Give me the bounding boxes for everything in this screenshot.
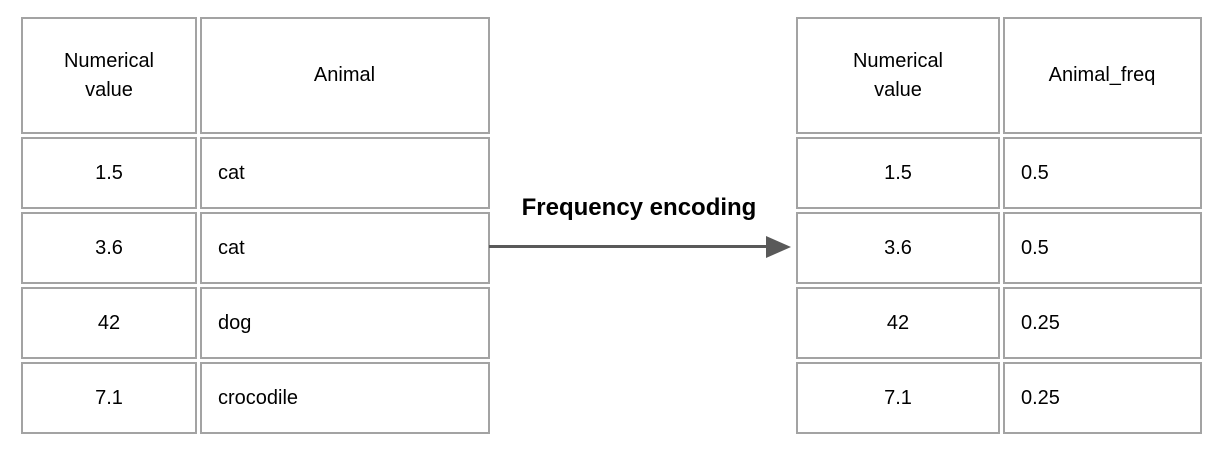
numerical-value-cell: 3.6: [796, 212, 1000, 284]
animal-cell: cat: [200, 212, 490, 284]
numerical-value-cell: 3.6: [21, 212, 197, 284]
original-data-table: Numerical value Animal 1.5 cat 3.6 cat 4…: [18, 14, 493, 437]
numerical-value-cell: 42: [796, 287, 1000, 359]
table-row: 42 0.25: [796, 287, 1202, 359]
animal-freq-cell: 0.5: [1003, 212, 1202, 284]
arrow-head-icon: [766, 236, 791, 258]
arrow-label: Frequency encoding: [521, 194, 757, 221]
animal-freq-cell: 0.25: [1003, 362, 1202, 434]
transform-arrow-line: [489, 245, 771, 248]
animal-freq-cell: 0.5: [1003, 137, 1202, 209]
numerical-value-cell: 1.5: [796, 137, 1000, 209]
numerical-value-cell: 7.1: [796, 362, 1000, 434]
numerical-value-cell: 7.1: [21, 362, 197, 434]
table-row: 1.5 0.5: [796, 137, 1202, 209]
table-row: 3.6 0.5: [796, 212, 1202, 284]
animal-cell: crocodile: [200, 362, 490, 434]
column-header-animal: Animal: [200, 17, 490, 134]
column-header-animal-freq: Animal_freq: [1003, 17, 1202, 134]
table-row: 7.1 crocodile: [21, 362, 490, 434]
column-header-label: Numerical value: [63, 49, 155, 101]
column-header-label: Numerical value: [852, 49, 944, 101]
animal-cell: cat: [200, 137, 490, 209]
table-row: 3.6 cat: [21, 212, 490, 284]
table-row: 7.1 0.25: [796, 362, 1202, 434]
table-row: 1.5 cat: [21, 137, 490, 209]
animal-cell: dog: [200, 287, 490, 359]
numerical-value-cell: 1.5: [21, 137, 197, 209]
animal-freq-cell: 0.25: [1003, 287, 1202, 359]
column-header-numerical-value: Numerical value: [796, 17, 1000, 134]
table-row: 42 dog: [21, 287, 490, 359]
numerical-value-cell: 42: [21, 287, 197, 359]
column-header-numerical-value: Numerical value: [21, 17, 197, 134]
encoded-data-table: Numerical value Animal_freq 1.5 0.5 3.6 …: [793, 14, 1205, 437]
header-row: Numerical value Animal_freq: [796, 17, 1202, 134]
header-row: Numerical value Animal: [21, 17, 490, 134]
